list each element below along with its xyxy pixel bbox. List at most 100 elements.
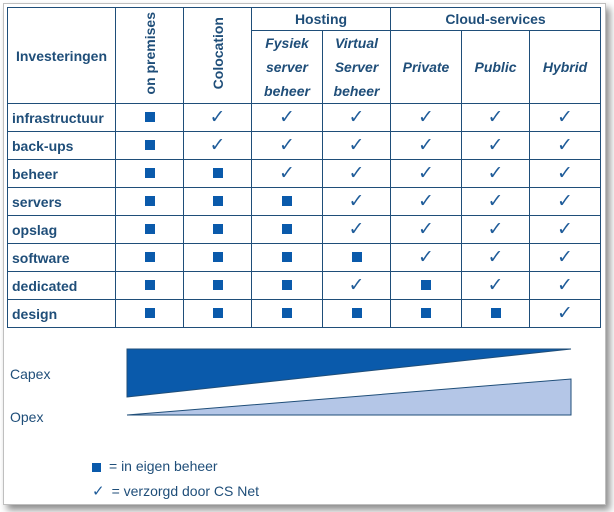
filled-square-icon — [144, 279, 155, 290]
matrix-cell: ✓ — [322, 187, 391, 216]
matrix-cell — [251, 299, 323, 328]
matrix-cell: ✓ — [251, 103, 323, 132]
legend-square-text: = in eigen beheer — [109, 458, 218, 474]
check-mark-icon: ✓ — [418, 161, 434, 184]
matrix-cell: ✓ — [529, 103, 601, 132]
matrix-cell — [461, 299, 530, 328]
check-mark-icon: ✓ — [557, 217, 573, 240]
filled-square-icon — [144, 195, 155, 206]
check-mark-icon: ✓ — [557, 273, 573, 296]
public-header: Public — [461, 30, 530, 104]
filled-square-icon — [144, 251, 155, 262]
check-mark-icon: ✓ — [487, 245, 504, 268]
virtual-line-1: Virtual — [334, 35, 379, 51]
filled-square-icon — [351, 251, 362, 262]
table-row: software✓✓✓ — [7, 243, 601, 272]
matrix-cell — [183, 271, 252, 300]
check-mark-icon: ✓ — [209, 105, 226, 128]
matrix-cell — [251, 271, 323, 300]
investment-matrix: Investeringen on premises Colocation Hos… — [7, 7, 601, 328]
capex-wedge — [126, 348, 572, 398]
matrix-cell: ✓ — [390, 103, 462, 132]
filled-square-icon — [490, 307, 501, 318]
opex-wedge — [126, 378, 572, 416]
check-mark-icon: ✓ — [92, 482, 105, 500]
matrix-cell — [183, 299, 252, 328]
filled-square-icon — [212, 251, 223, 262]
check-mark-icon: ✓ — [348, 273, 365, 296]
check-mark-icon: ✓ — [348, 133, 365, 156]
matrix-cell: ✓ — [529, 271, 601, 300]
fysiek-line-3: beheer — [264, 83, 310, 99]
filled-square-icon — [212, 307, 223, 318]
row-label: beheer — [7, 159, 116, 188]
fysiek-line-2: server — [265, 59, 309, 75]
check-mark-icon: ✓ — [348, 189, 365, 212]
table-row: back-ups✓✓✓✓✓✓ — [7, 131, 601, 160]
matrix-cell: ✓ — [390, 159, 462, 188]
check-mark-icon: ✓ — [557, 105, 573, 128]
check-mark-icon: ✓ — [418, 133, 434, 156]
matrix-cell: ✓ — [322, 271, 391, 300]
check-mark-icon: ✓ — [557, 161, 573, 184]
check-mark-icon: ✓ — [348, 105, 365, 128]
check-mark-icon: ✓ — [557, 189, 573, 212]
matrix-cell — [251, 243, 323, 272]
row-label: design — [7, 299, 116, 328]
check-mark-icon: ✓ — [487, 217, 504, 240]
virtual-line-3: beheer — [333, 83, 380, 99]
filled-square-icon — [212, 279, 223, 290]
matrix-cell: ✓ — [322, 103, 391, 132]
check-mark-icon: ✓ — [348, 217, 365, 240]
filled-square-icon — [282, 307, 292, 318]
table-row: opslag✓✓✓✓ — [7, 215, 601, 244]
row-label: servers — [7, 187, 116, 216]
matrix-cell: ✓ — [529, 299, 601, 328]
matrix-cell: ✓ — [322, 131, 391, 160]
table-row: dedicated✓✓✓ — [7, 271, 601, 300]
filled-square-icon — [282, 223, 292, 234]
table-row: infrastructuur✓✓✓✓✓✓ — [7, 103, 601, 132]
matrix-cell: ✓ — [183, 131, 252, 160]
matrix-cell: ✓ — [461, 103, 530, 132]
filled-square-icon — [212, 167, 223, 178]
check-mark-icon: ✓ — [487, 273, 504, 296]
check-mark-icon: ✓ — [348, 161, 365, 184]
matrix-cell: ✓ — [529, 215, 601, 244]
matrix-cell: ✓ — [390, 131, 462, 160]
matrix-cell — [115, 215, 184, 244]
filled-square-icon — [351, 307, 362, 318]
matrix-cell: ✓ — [390, 187, 462, 216]
table-row: design ✓ — [7, 299, 601, 328]
table-row: beheer✓✓✓✓✓ — [7, 159, 601, 188]
investeringen-label: Investeringen — [15, 47, 108, 64]
check-mark-icon: ✓ — [279, 105, 295, 128]
matrix-cell: ✓ — [461, 215, 530, 244]
matrix-cell: ✓ — [529, 243, 601, 272]
matrix-cell: ✓ — [461, 131, 530, 160]
check-mark-icon: ✓ — [418, 245, 434, 268]
check-mark-icon: ✓ — [487, 161, 504, 184]
hosting-group-header: Hosting — [251, 7, 391, 31]
matrix-cell: ✓ — [322, 159, 391, 188]
legend-check-text: = verzorgd door CS Net — [111, 483, 260, 499]
opex-label: Opex — [10, 409, 44, 425]
matrix-cell — [322, 299, 391, 328]
matrix-cell — [115, 131, 184, 160]
legend-square-row: = in eigen beheer — [92, 458, 218, 474]
legend-check-row: ✓ = verzorgd door CS Net — [92, 482, 259, 501]
filled-square-icon — [282, 251, 292, 262]
check-mark-icon: ✓ — [557, 133, 573, 156]
matrix-cell: ✓ — [251, 131, 323, 160]
check-mark-icon: ✓ — [487, 133, 504, 156]
check-mark-icon: ✓ — [418, 217, 434, 240]
hybrid-header: Hybrid — [529, 30, 601, 104]
investeringen-header: Investeringen — [7, 7, 116, 104]
on-premises-header: on premises — [115, 7, 184, 104]
fysiek-server-beheer-header: Fysiek server beheer — [251, 30, 323, 104]
matrix-cell — [115, 187, 184, 216]
matrix-body: infrastructuur✓✓✓✓✓✓back-ups✓✓✓✓✓✓beheer… — [7, 103, 601, 328]
matrix-cell: ✓ — [322, 215, 391, 244]
filled-square-icon — [282, 279, 292, 290]
check-mark-icon: ✓ — [418, 105, 434, 128]
